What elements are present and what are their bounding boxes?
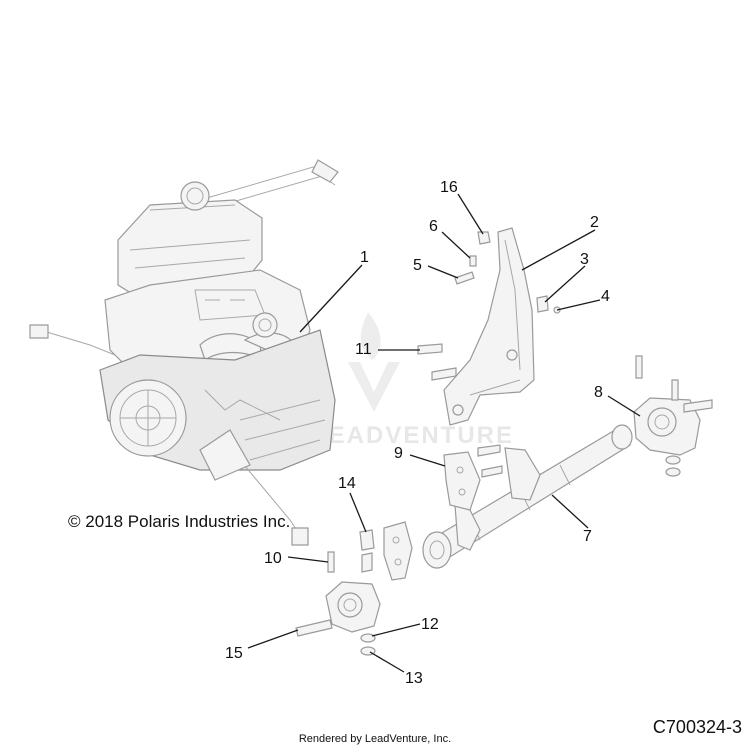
leader-13 (369, 651, 405, 673)
callout-10: 10 (264, 550, 282, 567)
callout-2: 2 (590, 214, 599, 231)
mount-crossmember-tube (422, 424, 633, 569)
leader-5 (427, 265, 459, 279)
watermark-logo: LEADVENTURE (312, 312, 514, 449)
watermark-text: LEADVENTURE (312, 422, 514, 449)
callout-3: 3 (580, 251, 589, 268)
leader-3 (544, 265, 586, 303)
diagram-id: C700324-3 (652, 717, 742, 737)
leader-6 (441, 231, 471, 259)
engine-assembly (29, 159, 339, 546)
leader-8 (607, 395, 641, 417)
rendered-by-footer: Rendered by LeadVenture, Inc. (298, 733, 452, 745)
callout-11: 11 (355, 341, 372, 358)
leader-9 (409, 454, 446, 467)
callout-9: 9 (394, 445, 403, 462)
leader-14 (349, 492, 367, 533)
callout-13: 13 (405, 670, 423, 687)
callout-12: 12 (421, 616, 439, 633)
callout-4: 4 (601, 288, 610, 305)
leader-4 (556, 299, 601, 311)
callout-numbers: 1 2 3 4 5 6 7 8 9 10 11 12 13 14 15 16 (225, 179, 610, 687)
leader-1 (299, 264, 363, 333)
right-engine-mount (633, 355, 713, 477)
callout-16: 16 (440, 179, 458, 196)
callout-5: 5 (413, 257, 422, 274)
leader-10 (287, 556, 329, 563)
callout-14: 14 (338, 475, 356, 492)
rear-mount-bracket (443, 227, 535, 426)
callout-6: 6 (429, 218, 438, 235)
callout-1: 1 (360, 249, 369, 266)
leader-15 (247, 629, 299, 649)
mount-plate (443, 444, 503, 511)
left-engine-mount (295, 551, 381, 656)
bracket-fasteners (417, 231, 561, 381)
callout-15: 15 (225, 645, 243, 662)
leader-7 (551, 494, 589, 529)
leader-12 (371, 623, 421, 637)
leader-lines (247, 193, 641, 673)
leader-16 (457, 193, 484, 235)
leader-2 (521, 229, 596, 271)
callout-8: 8 (594, 384, 603, 401)
left-mount-plate (359, 521, 413, 581)
copyright-notice: © 2018 Polaris Industries Inc. (68, 512, 291, 531)
callout-7: 7 (583, 528, 592, 545)
